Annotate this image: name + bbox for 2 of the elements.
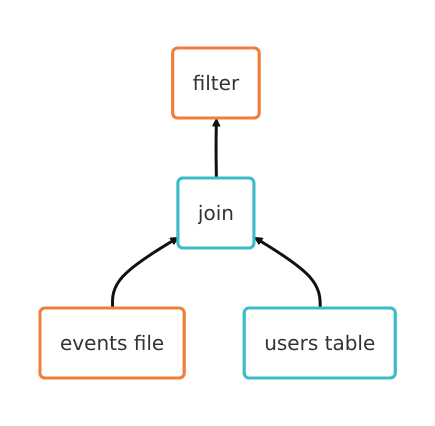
arrow [254, 236, 322, 309]
arrow [212, 118, 221, 179]
